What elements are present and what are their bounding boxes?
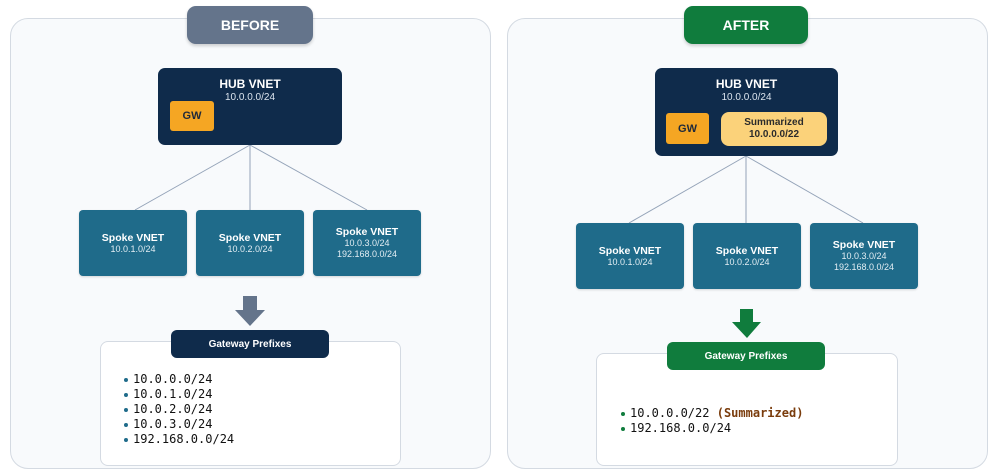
after-spoke-vnet-3: Spoke VNET 10.0.3.0/24 192.168.0.0/24: [810, 223, 918, 289]
bullet-icon: [124, 393, 128, 397]
before-hub-vnet: HUB VNET 10.0.0.0/24 GW: [158, 68, 342, 145]
after-spoke-vnet-2: Spoke VNET 10.0.2.0/24: [693, 223, 801, 289]
gateway-badge: GW: [170, 101, 214, 131]
summarized-note: (Summarized): [716, 406, 804, 420]
spoke-title: Spoke VNET: [101, 231, 165, 244]
summary-cidr: 10.0.0.0/22: [748, 129, 800, 140]
spoke-cidr: 10.0.1.0/24: [110, 243, 156, 254]
hub-cidr: 10.0.0.0/24: [224, 92, 276, 103]
list-item: 192.168.0.0/24: [621, 421, 803, 436]
prefix-value: 192.168.0.0/24: [133, 432, 235, 446]
list-item: 10.0.0.0/22 (Summarized): [621, 406, 803, 421]
after-spoke-vnet-1: Spoke VNET 10.0.1.0/24: [576, 223, 684, 289]
bullet-icon: [124, 408, 128, 412]
summarized-route-badge: Summarized 10.0.0.0/22: [721, 112, 827, 146]
spoke-title: Spoke VNET: [715, 244, 779, 257]
spoke-title: Spoke VNET: [598, 244, 662, 257]
before-prefix-list: 10.0.0.0/24 10.0.1.0/24 10.0.2.0/24 10.0…: [124, 372, 234, 447]
prefix-value: 10.0.0.0/22: [630, 406, 710, 420]
spoke-cidr: 10.0.3.0/24: [841, 251, 887, 261]
bullet-icon: [124, 423, 128, 427]
hub-cidr: 10.0.0.0/24: [721, 92, 772, 103]
before-spoke-vnet-1: Spoke VNET 10.0.1.0/24: [79, 210, 187, 276]
prefix-value: 10.0.0.0/24: [133, 372, 213, 386]
before-prefix-title: Gateway Prefixes: [171, 330, 329, 358]
after-prefix-title: Gateway Prefixes: [667, 342, 825, 370]
before-prefix-box: [100, 341, 401, 466]
spoke-cidr: 192.168.0.0/24: [833, 262, 895, 272]
prefix-value: 10.0.2.0/24: [133, 402, 213, 416]
after-prefix-list: 10.0.0.0/22 (Summarized) 192.168.0.0/24: [621, 406, 803, 436]
bullet-icon: [124, 378, 128, 382]
prefix-value: 192.168.0.0/24: [630, 421, 732, 435]
after-tag: AFTER: [684, 6, 808, 44]
bullet-icon: [621, 412, 625, 416]
before-spoke-vnet-3: Spoke VNET 10.0.3.0/24 192.168.0.0/24: [313, 210, 421, 276]
list-item: 10.0.1.0/24: [124, 387, 234, 402]
spoke-title: Spoke VNET: [832, 239, 896, 251]
spoke-cidr: 192.168.0.0/24: [336, 249, 398, 259]
list-item: 10.0.0.0/24: [124, 372, 234, 387]
after-hub-vnet: HUB VNET 10.0.0.0/24 GW Summarized 10.0.…: [655, 68, 838, 156]
spoke-title: Spoke VNET: [218, 231, 282, 244]
summary-label: Summarized: [744, 117, 804, 128]
prefix-value: 10.0.1.0/24: [133, 387, 213, 401]
spoke-cidr: 10.0.1.0/24: [607, 256, 653, 267]
spoke-cidr: 10.0.2.0/24: [724, 256, 770, 267]
spoke-cidr: 10.0.3.0/24: [344, 238, 390, 248]
before-tag: BEFORE: [187, 6, 313, 44]
spoke-title: Spoke VNET: [335, 226, 399, 238]
spoke-cidr: 10.0.2.0/24: [227, 243, 273, 254]
list-item: 10.0.3.0/24: [124, 417, 234, 432]
prefix-value: 10.0.3.0/24: [133, 417, 213, 431]
hub-title: HUB VNET: [219, 77, 281, 91]
bullet-icon: [124, 438, 128, 442]
gateway-badge: GW: [666, 113, 709, 144]
before-spoke-vnet-2: Spoke VNET 10.0.2.0/24: [196, 210, 304, 276]
hub-title: HUB VNET: [715, 77, 778, 91]
list-item: 10.0.2.0/24: [124, 402, 234, 417]
list-item: 192.168.0.0/24: [124, 432, 234, 447]
bullet-icon: [621, 427, 625, 431]
